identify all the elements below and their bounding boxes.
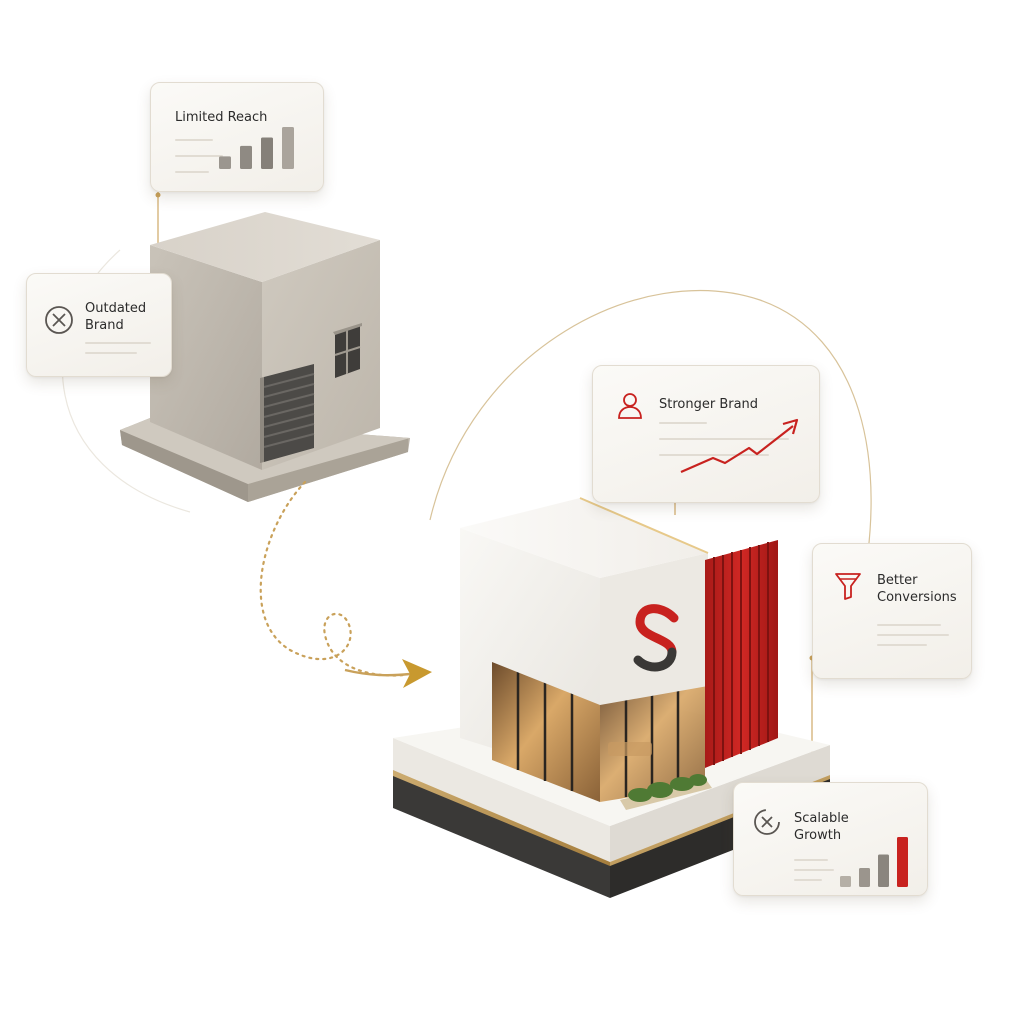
card-title: Scalable Growth <box>794 810 849 844</box>
card-title-line: Brand <box>85 318 124 333</box>
mini-bar <box>840 876 851 887</box>
mini-bar <box>261 137 273 169</box>
placeholder-line <box>794 869 834 871</box>
card-title-line: Scalable <box>794 811 849 826</box>
placeholder-line <box>659 454 769 456</box>
person-icon <box>618 393 642 419</box>
mini-bar <box>240 145 252 169</box>
card-title-line: Conversions <box>877 590 957 605</box>
transition-arrowhead <box>402 659 432 688</box>
placeholder-line <box>175 155 223 157</box>
card-title: Outdated Brand <box>85 300 146 334</box>
placeholder-line <box>877 624 941 626</box>
placeholder-line <box>659 422 707 424</box>
bar-chart-icon <box>219 127 294 169</box>
mini-bar <box>859 868 870 887</box>
mini-bar <box>897 837 908 887</box>
stronger-brand-card: Stronger Brand <box>592 365 820 503</box>
funnel-icon <box>835 573 861 600</box>
card-title-line: Growth <box>794 828 842 843</box>
card-title: Better Conversions <box>877 572 957 606</box>
mini-bar <box>878 854 889 887</box>
placeholder-line <box>877 634 949 636</box>
growth-icon <box>754 809 780 835</box>
card-title: Limited Reach <box>175 110 268 125</box>
transition-arrow-shaft <box>344 668 411 677</box>
new-building <box>393 497 830 898</box>
connector-dot <box>155 192 161 198</box>
limited-reach-card: Limited Reach <box>150 82 324 192</box>
mini-bar <box>219 156 231 169</box>
placeholder-line <box>794 879 822 881</box>
bar-chart-icon <box>840 837 908 887</box>
better-conversions-card: Better Conversions <box>812 543 972 679</box>
placeholder-line <box>794 859 828 861</box>
old-building <box>120 212 410 502</box>
placeholder-line <box>85 342 151 344</box>
mini-bar <box>282 127 294 169</box>
outdated-brand-card: Outdated Brand <box>26 273 172 377</box>
scalable-growth-card: Scalable Growth <box>733 782 928 896</box>
circle-x-icon <box>45 306 73 334</box>
card-title: Stronger Brand <box>659 397 759 412</box>
placeholder-line <box>659 438 789 440</box>
trend-up-icon <box>680 418 799 474</box>
s-logo-icon <box>633 604 679 672</box>
placeholder-line <box>175 139 213 141</box>
card-title-line: Better <box>877 573 918 588</box>
card-title-line: Outdated <box>85 301 147 316</box>
transition-path <box>259 480 407 677</box>
placeholder-line <box>85 352 137 354</box>
placeholder-line <box>175 171 209 173</box>
background-arc-right <box>429 290 872 601</box>
placeholder-line <box>877 644 927 646</box>
